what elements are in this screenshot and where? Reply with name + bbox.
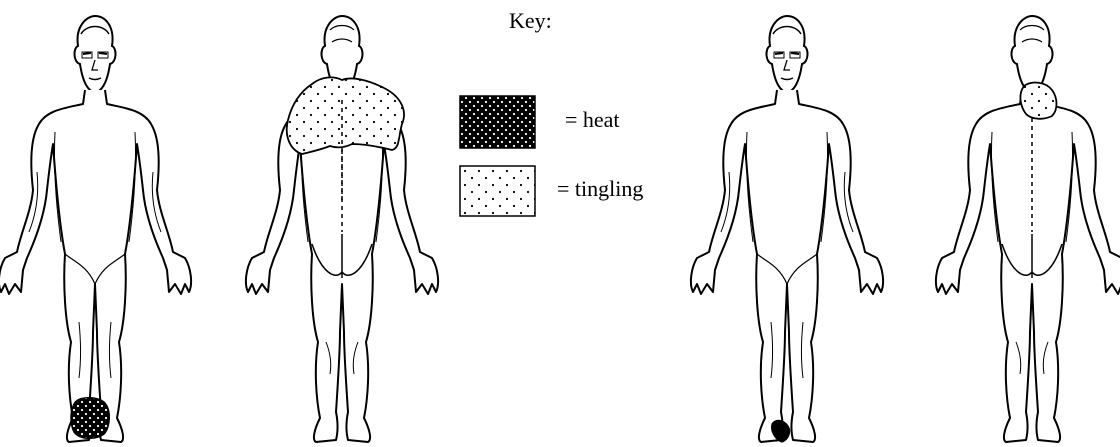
front-figure-1 bbox=[0, 16, 191, 442]
tingling-region-neck bbox=[1020, 83, 1056, 119]
heat-region-left-foot bbox=[71, 398, 109, 439]
tingling-swatch bbox=[460, 166, 535, 216]
tingling-region-upper-back bbox=[287, 77, 404, 154]
back-figure-4 bbox=[936, 16, 1120, 442]
tingling-label: = tingling bbox=[557, 176, 643, 202]
front-figure-3 bbox=[691, 16, 883, 442]
key-title: Key: bbox=[509, 8, 552, 34]
back-figure-2 bbox=[246, 16, 438, 442]
heat-swatch bbox=[460, 96, 535, 148]
heat-label: = heat bbox=[565, 107, 620, 133]
